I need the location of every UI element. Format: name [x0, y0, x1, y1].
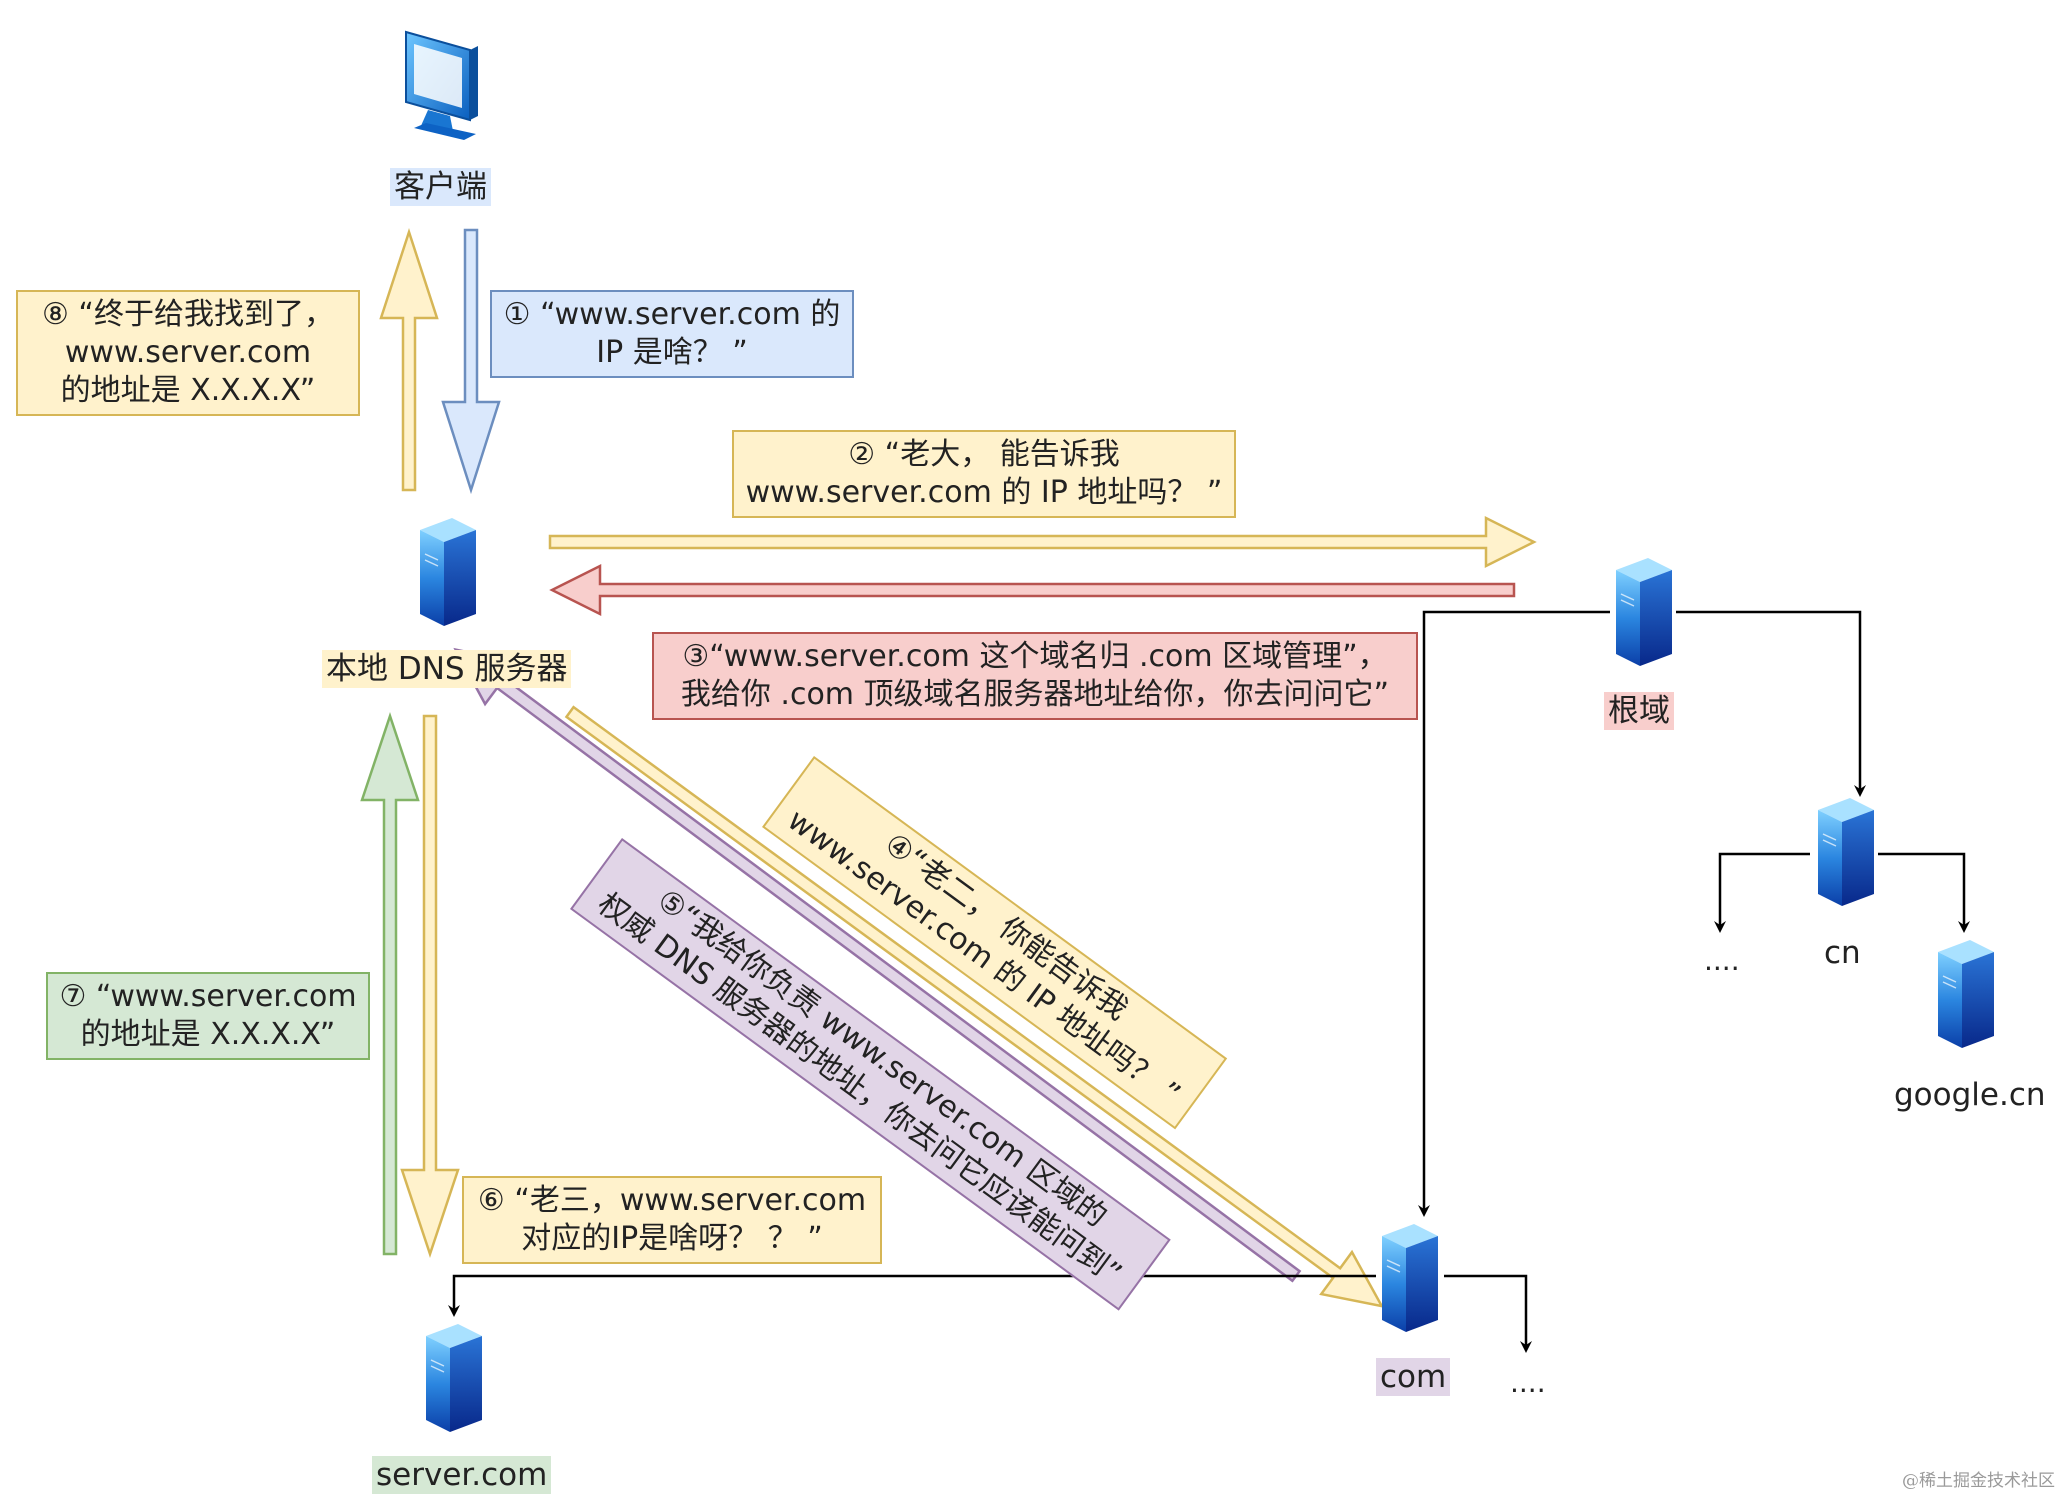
server-com-label: server.com [372, 1456, 552, 1494]
message-3-line-2: 我给你 .com 顶级域名服务器地址给你，你去问问它” [680, 677, 1390, 712]
com-label: com [1376, 1358, 1451, 1396]
arrow-answer-local-to-client [379, 227, 439, 492]
tree-com-to-server [448, 1274, 1376, 1317]
cn-label: cn [1824, 935, 1861, 971]
message-6-line-2: 对应的IP是啥呀？ ？ ” [521, 1221, 823, 1256]
google-cn-server-icon [1938, 940, 1994, 1048]
message-2-line-1: ② “老大， 能告诉我 [848, 437, 1120, 472]
com-siblings-ellipsis: .... [1510, 1366, 1546, 1399]
message-7-line-2: 的地址是 X.X.X.X” [80, 1017, 336, 1052]
message-3-root-reply: ③“www.server.com 这个域名归 .com 区域管理”， 我给你 .… [652, 632, 1418, 720]
cn-siblings-ellipsis: .... [1704, 944, 1740, 977]
tree-cn-to-dots [1714, 852, 1810, 933]
message-6-ask-authoritative: ⑥ “老三，www.server.com 对应的IP是啥呀？ ？ ” [462, 1176, 882, 1264]
message-8-line-1: ⑧ “终于给我找到了， [42, 297, 334, 332]
root-server-icon [1616, 558, 1672, 666]
tree-com-to-dots [1444, 1274, 1532, 1353]
local-dns-server-icon [420, 518, 476, 626]
arrow-server-to-local [360, 712, 420, 1256]
message-7-authoritative-reply: ⑦ “www.server.com 的地址是 X.X.X.X” [46, 972, 370, 1060]
message-8-answer: ⑧ “终于给我找到了， www.server.com 的地址是 X.X.X.X” [16, 290, 360, 416]
message-2-line-2: www.server.com 的 IP 地址吗？ ” [745, 475, 1223, 510]
arrow-local-to-server [400, 714, 460, 1258]
server-com-server-icon [426, 1324, 482, 1432]
google-cn-label: google.cn [1894, 1077, 2046, 1113]
root-label: 根域 [1604, 692, 1674, 730]
message-1-line-1: ① “www.server.com 的 [503, 297, 841, 332]
message-8-line-2: www.server.com [64, 335, 312, 370]
message-1-line-2: IP 是啥？ ” [596, 335, 748, 370]
message-2-ask-root: ② “老大， 能告诉我 www.server.com 的 IP 地址吗？ ” [732, 430, 1236, 518]
arrow-local-to-com [564, 705, 1385, 1308]
tree-root-to-cn [1676, 610, 1866, 797]
message-7-line-1: ⑦ “www.server.com [59, 979, 357, 1014]
client-label: 客户端 [390, 168, 491, 206]
tree-cn-to-google [1878, 852, 1970, 933]
tree-root-to-com [1418, 610, 1610, 1217]
message-8-line-3: 的地址是 X.X.X.X” [60, 373, 316, 408]
local-dns-label: 本地 DNS 服务器 [322, 650, 572, 688]
watermark: @稀土掘金技术社区 [1902, 1471, 2055, 1491]
monitor-icon [405, 30, 478, 140]
message-1-query: ① “www.server.com 的 IP 是啥？ ” [490, 290, 854, 378]
arrow-local-to-root [548, 515, 1537, 569]
message-3-line-1: ③“www.server.com 这个域名归 .com 区域管理”， [682, 639, 1388, 674]
arrow-root-to-local [549, 563, 1516, 617]
arrow-query-client-to-local [441, 228, 501, 495]
com-server-icon [1382, 1224, 1438, 1332]
cn-server-icon [1818, 798, 1874, 906]
message-6-line-1: ⑥ “老三，www.server.com [477, 1183, 867, 1218]
